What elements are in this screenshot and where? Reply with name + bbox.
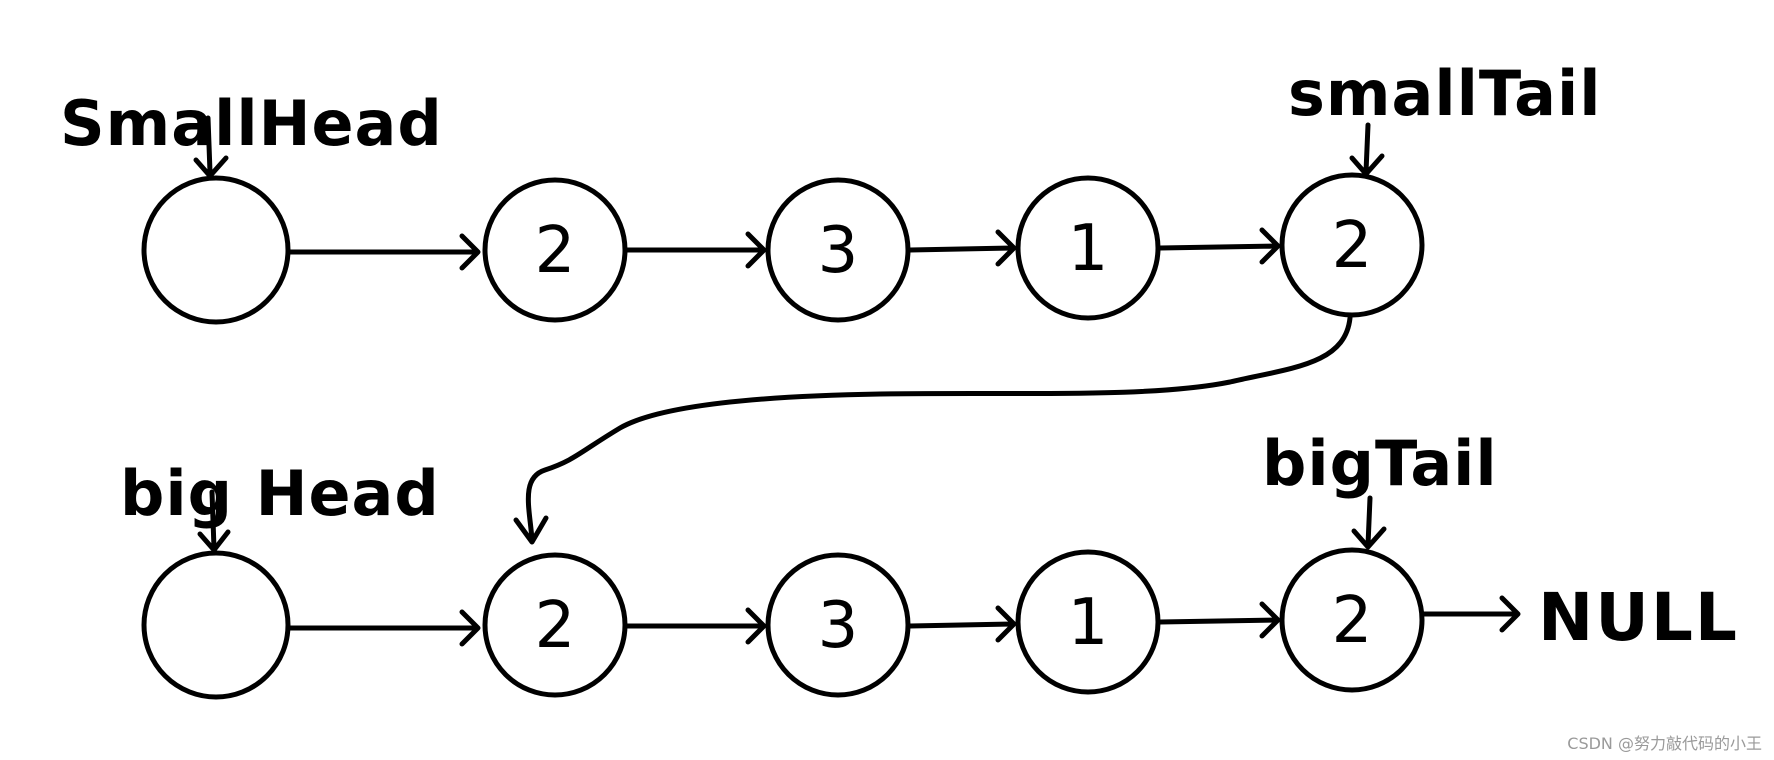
big-link-arrow-1 (287, 609, 481, 647)
big-node-4-value: 2 (1332, 584, 1373, 658)
small-link-arrow-1 (287, 233, 481, 271)
small-node-dummy (141, 175, 291, 325)
big-tail-pointer-arrow (1351, 495, 1387, 550)
small-tail-pointer-arrow (1349, 122, 1385, 177)
small-link-arrow-4 (1157, 227, 1281, 265)
big-node-dummy (141, 550, 291, 700)
small-node-3-value: 1 (1068, 212, 1109, 286)
big-node-3-value: 1 (1068, 586, 1109, 660)
big-link-arrow-3 (907, 605, 1017, 643)
big-node-1-value: 2 (535, 589, 576, 663)
small-node-1-value: 2 (535, 214, 576, 288)
big-node-4 (1279, 547, 1425, 693)
watermark: CSDN @努力敲代码的小王 (1567, 734, 1762, 753)
small-link-arrow-3 (907, 229, 1017, 267)
big-link-arrow-2 (624, 607, 767, 645)
small-link-arrow-2 (624, 231, 767, 269)
null-terminator-label: NULL (1538, 579, 1739, 656)
big-link-arrow-4 (1157, 601, 1281, 639)
small-node-4 (1279, 172, 1425, 318)
small-node-2-value: 3 (818, 214, 859, 288)
small-tail-label: smallTail (1288, 57, 1602, 130)
big-head-pointer-arrow (197, 489, 231, 553)
big-tail-to-null-arrow (1421, 595, 1521, 633)
small-node-4-value: 2 (1332, 209, 1373, 283)
big-tail-label: bigTail (1262, 427, 1498, 500)
small-tail-to-big-first-arrow (513, 315, 1353, 545)
small-head-label: SmallHead (60, 87, 443, 160)
big-head-label: big Head (120, 457, 440, 530)
big-node-2-value: 3 (818, 589, 859, 663)
